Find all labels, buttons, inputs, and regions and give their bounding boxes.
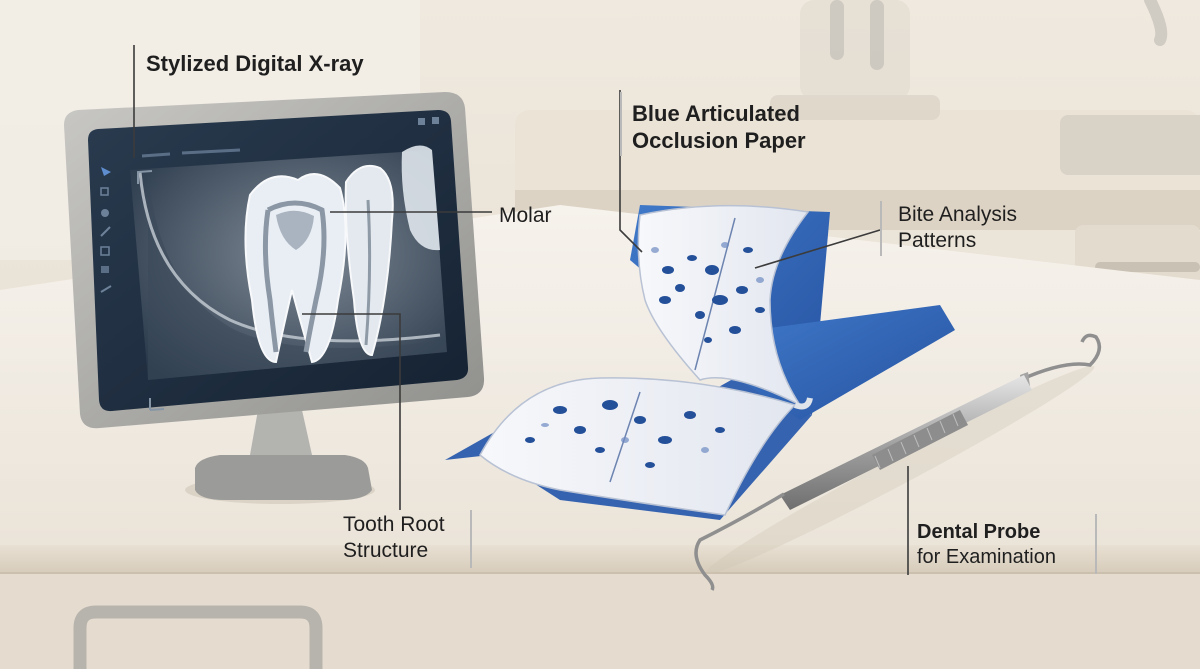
bite-label-line1: Bite Analysis	[898, 203, 1018, 226]
drawer-handle-left	[73, 605, 323, 669]
jaw-bone	[148, 175, 447, 380]
paper-label-line2: Occlusion Paper	[632, 128, 806, 153]
occlusion-paper	[445, 204, 955, 520]
leader-lines	[133, 45, 909, 575]
molar-label-text: Molar	[499, 204, 552, 227]
leader-bite	[754, 229, 881, 269]
label-stylized-digital-xray: Stylized Digital X-ray	[146, 50, 364, 77]
drawer-handle-right	[1095, 262, 1200, 272]
probe-label-line2: for Examination	[917, 546, 1056, 568]
label-bar-bite	[880, 201, 882, 256]
xray-label-text: Stylized Digital X-ray	[146, 51, 364, 76]
back-cabinet	[515, 110, 1200, 205]
blue-sheet-flat	[740, 305, 955, 420]
label-bar-probe	[1095, 514, 1097, 574]
monitor	[64, 92, 485, 504]
adjust-icon	[101, 266, 109, 273]
measure-icon	[100, 285, 112, 293]
label-bite-analysis-patterns: Bite Analysis Patterns	[898, 202, 1017, 254]
counter-edge	[0, 545, 1200, 573]
probe-label-line1: Dental Probe	[917, 521, 1041, 543]
label-blue-articulated-occlusion-paper: Blue Articulated Occlusion Paper	[632, 100, 806, 154]
crop-icon	[100, 246, 110, 256]
circle-icon	[101, 209, 109, 217]
sink-basin	[1060, 115, 1200, 175]
adjacent-tooth	[401, 145, 440, 251]
label-tooth-root-structure: Tooth Root Structure	[343, 512, 445, 564]
root-label-line2: Structure	[343, 539, 429, 562]
bite-marks	[525, 247, 765, 468]
label-molar: Molar	[499, 203, 552, 229]
probe-grip	[872, 410, 968, 470]
square-icon	[100, 187, 109, 196]
dental-probe	[694, 333, 1102, 591]
background-dental-unit	[770, 0, 1168, 120]
paper-label-line1: Blue Articulated	[632, 101, 800, 126]
cursor-icon	[101, 167, 111, 176]
lower-cabinet	[0, 573, 1200, 669]
label-dental-probe: Dental Probe for Examination	[917, 520, 1056, 570]
bite-marks-faint	[541, 242, 764, 453]
label-bar-paper	[620, 92, 622, 156]
label-bar-root	[470, 510, 472, 568]
premolar-tooth	[344, 164, 394, 357]
leader-root	[302, 313, 401, 510]
root-label-line1: Tooth Root	[343, 513, 445, 536]
pencil-icon	[100, 226, 111, 237]
paper-curved-page	[637, 204, 810, 407]
bite-label-line2: Patterns	[898, 229, 977, 252]
molar-tooth	[244, 173, 347, 364]
